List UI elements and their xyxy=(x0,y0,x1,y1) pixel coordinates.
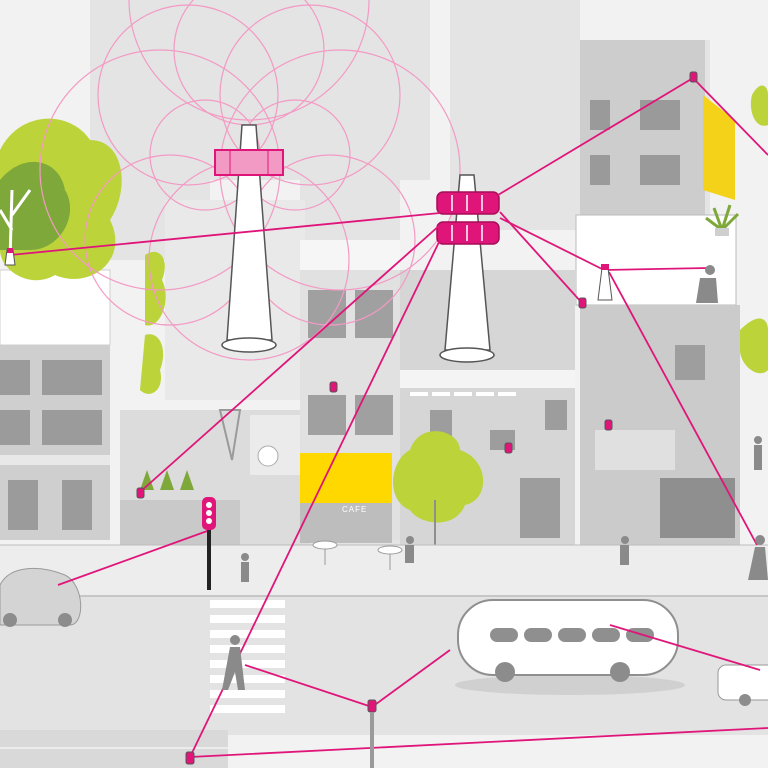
small-cell-icon xyxy=(329,381,338,393)
building-center-left xyxy=(120,200,310,545)
small-cell-icon xyxy=(604,419,613,431)
bus xyxy=(455,599,685,695)
building-mid xyxy=(300,240,400,543)
crosswalk xyxy=(210,600,285,713)
small-cell-icon xyxy=(689,71,698,83)
small-cell-icon xyxy=(597,264,613,301)
trees xyxy=(0,85,768,580)
street-tree xyxy=(393,431,484,523)
cell-tower-center xyxy=(436,174,500,363)
van xyxy=(717,664,768,706)
antenna-tower-icon xyxy=(214,149,284,176)
small-cell-nodes xyxy=(4,71,698,768)
cafe-tables xyxy=(312,540,403,570)
cafe-awning xyxy=(300,453,392,503)
people xyxy=(222,265,768,690)
small-cell-icon xyxy=(367,699,377,768)
traffic-light xyxy=(202,497,216,590)
building-right xyxy=(575,40,740,555)
building-left xyxy=(0,269,111,540)
small-cell-icon xyxy=(136,487,145,499)
small-cell-icon xyxy=(578,297,587,309)
rooftop-plant xyxy=(705,204,740,236)
cafe-sign: CAFE xyxy=(342,505,368,514)
small-cell-icon xyxy=(4,248,16,266)
yellow-sign xyxy=(703,95,735,200)
small-cell-icon xyxy=(504,442,513,454)
car xyxy=(0,567,82,627)
small-cell-icon xyxy=(185,751,195,765)
